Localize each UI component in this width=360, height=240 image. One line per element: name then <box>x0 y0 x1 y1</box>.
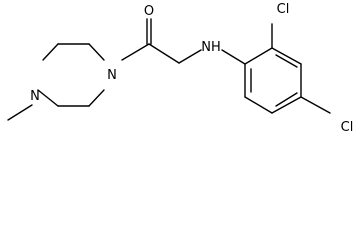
atom-oxygen: O <box>144 4 154 19</box>
bond-ch2-nh <box>178 49 202 64</box>
bond-ar-cl4 <box>300 96 331 114</box>
atom-amide-nitrogen: N <box>107 68 117 83</box>
bond-nh-aryl <box>221 49 246 65</box>
bond-pip-4 <box>37 89 59 107</box>
atom-methyl-nitrogen: N <box>30 89 40 104</box>
bond-co-namide <box>121 43 150 61</box>
bond-ar-4b <box>275 92 298 107</box>
bond-ar-1 <box>244 47 273 65</box>
atom-chlorine-4: Cl <box>341 120 354 135</box>
bond-ar-2 <box>271 47 302 65</box>
atom-amine-nitrogen: NH <box>201 40 221 55</box>
bond-ar-5 <box>244 96 273 114</box>
molecule-drawing: O NH N N Cl Cl <box>7 2 353 135</box>
bond-ar-4 <box>271 96 302 114</box>
atom-chlorine-2: Cl <box>277 2 290 17</box>
bond-n-methyl <box>7 104 33 121</box>
bond-co-ch2 <box>148 43 180 64</box>
bond-pip-1 <box>88 43 105 61</box>
structure-diagram: O NH N N Cl Cl <box>7 2 353 135</box>
bond-pip-6 <box>88 89 105 107</box>
bond-layer <box>7 18 331 121</box>
bond-pip-3 <box>42 43 59 61</box>
bond-ar-2b <box>275 54 298 68</box>
atom-label-layer: O NH N N Cl Cl <box>30 2 353 135</box>
